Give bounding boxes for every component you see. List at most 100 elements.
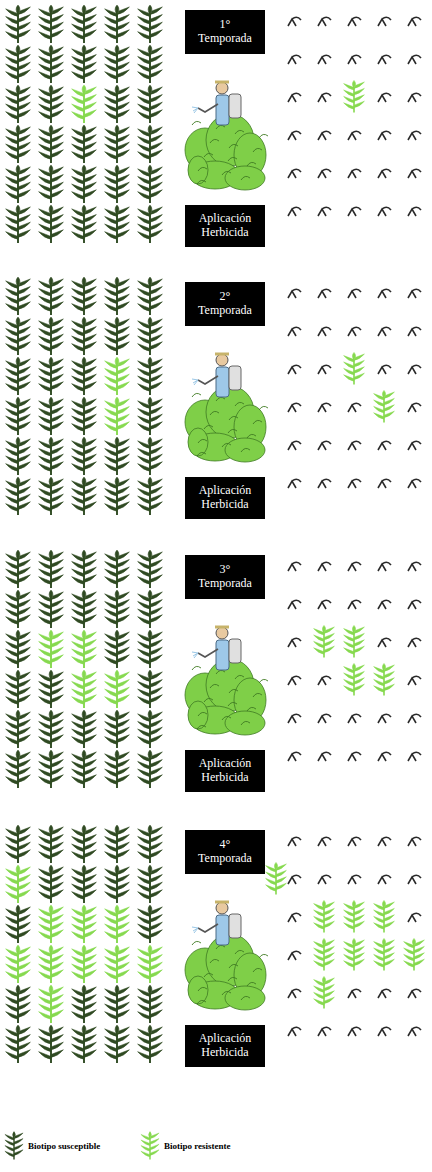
dead-weed <box>378 169 391 178</box>
dead-weed <box>288 875 301 884</box>
legend-label: Biotipo resistente <box>164 1141 231 1151</box>
dead-weed <box>348 441 361 450</box>
dead-weed <box>348 327 361 336</box>
dead-weed <box>408 169 421 178</box>
dead-weed <box>378 875 391 884</box>
dead-weed <box>288 93 301 102</box>
susceptible-plant <box>6 670 31 708</box>
resistant-plant <box>138 945 163 983</box>
susceptible-plant <box>6 45 31 83</box>
resistant-plant <box>39 905 64 943</box>
susceptible-plant <box>39 750 64 788</box>
susceptible-plant <box>105 590 130 628</box>
susceptible-plant <box>39 670 64 708</box>
resistant-plant <box>105 945 130 983</box>
susceptible-plant <box>6 165 31 203</box>
resistant-plant <box>344 352 365 384</box>
susceptible-plant <box>72 165 97 203</box>
susceptible-plant <box>39 317 64 355</box>
susceptible-plant <box>39 710 64 748</box>
dead-weed <box>378 1027 391 1036</box>
susceptible-plant <box>72 590 97 628</box>
susceptible-plant <box>6 317 31 355</box>
susceptible-plant <box>138 5 163 43</box>
susceptible-plant <box>39 357 64 395</box>
dead-weed <box>288 55 301 64</box>
susceptible-plant <box>39 165 64 203</box>
dead-weed <box>288 479 301 488</box>
dead-weed <box>408 714 421 723</box>
resistant-plant <box>404 938 425 970</box>
susceptible-plant <box>105 277 130 315</box>
susceptible-plant <box>72 710 97 748</box>
dead-weed <box>378 989 391 998</box>
herbicide-label-box: Aplicación Herbicida <box>185 1025 265 1067</box>
resistant-plant <box>105 905 130 943</box>
susceptible-plant <box>105 825 130 863</box>
dead-weed <box>318 562 331 571</box>
resistant-plant <box>374 900 395 932</box>
resistant-plant <box>39 945 64 983</box>
susceptible-plant <box>6 85 31 123</box>
susceptible-plant <box>39 590 64 628</box>
susceptible-plant <box>138 85 163 123</box>
dead-weed <box>318 403 331 412</box>
dead-weed <box>318 327 331 336</box>
susceptible-plant <box>105 165 130 203</box>
dead-weed <box>288 17 301 26</box>
dead-weed <box>378 17 391 26</box>
susceptible-plant <box>138 865 163 903</box>
dead-weed <box>408 131 421 140</box>
susceptible-plant <box>39 85 64 123</box>
dead-weed <box>318 752 331 761</box>
dead-weed <box>318 365 331 374</box>
dead-weed <box>318 1027 331 1036</box>
susceptible-plant <box>72 357 97 395</box>
susceptible-plant <box>105 985 130 1023</box>
herbicide-label-box: Aplicación Herbicida <box>185 205 265 247</box>
susceptible-plant <box>39 125 64 163</box>
susceptible-plant <box>39 477 64 515</box>
susceptible-plant <box>72 1025 97 1063</box>
susceptible-plant <box>6 397 31 435</box>
dead-weed <box>288 837 301 846</box>
dead-weed <box>318 676 331 685</box>
susceptible-plant <box>138 825 163 863</box>
susceptible-plant <box>138 205 163 243</box>
resistant-plant <box>72 945 97 983</box>
resistant-plant <box>314 938 335 970</box>
susceptible-plant <box>72 125 97 163</box>
season-text: 4° Temporada <box>195 838 255 866</box>
dead-weed <box>318 17 331 26</box>
susceptible-plant <box>39 5 64 43</box>
susceptible-plant <box>138 750 163 788</box>
dead-weed <box>408 875 421 884</box>
susceptible-plant <box>6 125 31 163</box>
susceptible-plant <box>72 317 97 355</box>
dead-weed <box>348 17 361 26</box>
dead-weed <box>318 289 331 298</box>
season-text: 1° Temporada <box>195 18 255 46</box>
dead-weed <box>288 1027 301 1036</box>
herbicide-text: Aplicación Herbicida <box>188 484 262 512</box>
dead-weed <box>378 327 391 336</box>
dead-weed <box>408 562 421 571</box>
dead-weed <box>318 93 331 102</box>
susceptible-plant <box>105 205 130 243</box>
dead-weed <box>408 365 421 374</box>
dead-weed <box>378 562 391 571</box>
dead-weed <box>348 1027 361 1036</box>
dead-weed <box>288 441 301 450</box>
susceptible-plant <box>6 1025 31 1063</box>
dead-weed <box>348 479 361 488</box>
susceptible-plant <box>72 5 97 43</box>
susceptible-plant <box>138 550 163 588</box>
susceptible-plant <box>138 670 163 708</box>
susceptible-plant <box>6 750 31 788</box>
susceptible-plant <box>105 317 130 355</box>
dead-weed <box>288 951 301 960</box>
herbicide-label-box: Aplicación Herbicida <box>185 750 265 792</box>
dead-weed <box>408 913 421 922</box>
dead-weed <box>348 752 361 761</box>
dead-weed <box>408 837 421 846</box>
